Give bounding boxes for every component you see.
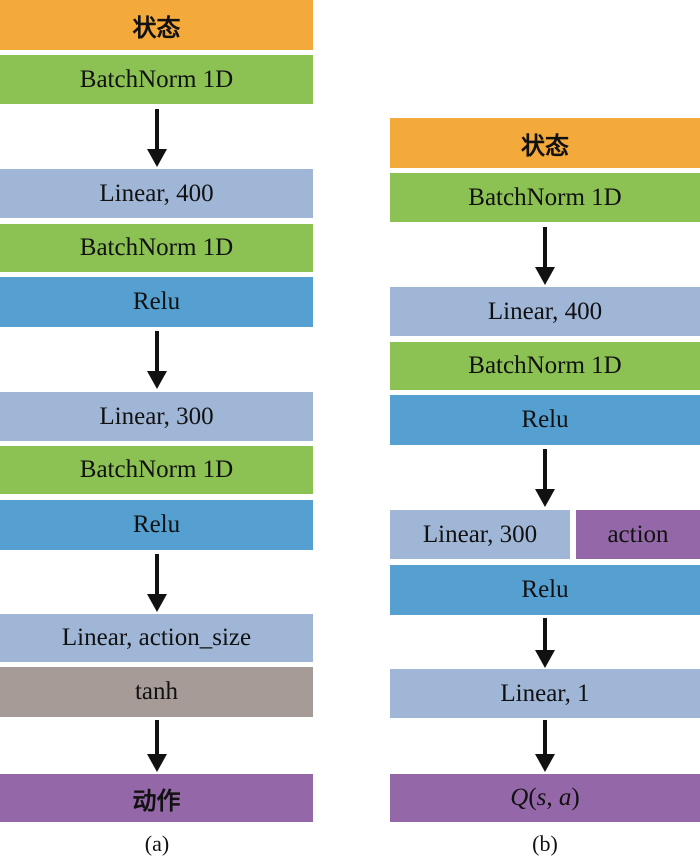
q-separator: , xyxy=(546,784,559,811)
panel-b-relu-block-2: Relu xyxy=(390,565,700,615)
panel-a-linear-400-block: Linear, 400 xyxy=(0,169,313,218)
q-state-symbol: s xyxy=(536,784,547,811)
panel-a-batchnorm-block-3: BatchNorm 1D xyxy=(0,446,313,494)
panel-a-batchnorm-block-1: BatchNorm 1D xyxy=(0,55,313,104)
panel-a-linear-300-block: Linear, 300 xyxy=(0,392,313,441)
panel-a-arrow-3 xyxy=(147,554,167,612)
panel-b-q-value-output-block: Q(s, a) xyxy=(390,774,700,822)
panel-b-batchnorm-block-2: BatchNorm 1D xyxy=(390,342,700,390)
panel-b-arrow-1 xyxy=(535,227,555,285)
panel-a-tanh-block: tanh xyxy=(0,667,313,717)
panel-a-arrow-4 xyxy=(147,720,167,772)
panel-b-action-input-block: action xyxy=(576,510,700,559)
panel-a-action-output-block: 动作 xyxy=(0,774,313,822)
panel-a-caption: (a) xyxy=(144,831,170,856)
q-function-symbol: Q xyxy=(510,784,529,811)
panel-a-relu-block-2: Relu xyxy=(0,500,313,550)
panel-b-relu-block-1: Relu xyxy=(390,395,700,445)
panel-a-state-block: 状态 xyxy=(0,0,313,50)
q-close-paren: ) xyxy=(571,784,580,811)
panel-b-batchnorm-block-1: BatchNorm 1D xyxy=(390,173,700,222)
panel-b-arrow-2 xyxy=(535,449,555,507)
q-action-symbol: a xyxy=(558,784,572,811)
panel-a-arrow-2 xyxy=(147,331,167,389)
panel-b-linear-1-block: Linear, 1 xyxy=(390,669,700,718)
panel-b-caption: (b) xyxy=(532,831,558,856)
panel-b-linear-300-block: Linear, 300 xyxy=(390,510,570,559)
q-open-paren: ( xyxy=(528,784,537,811)
panel-a-batchnorm-block-2: BatchNorm 1D xyxy=(0,224,313,272)
panel-a-relu-block-1: Relu xyxy=(0,277,313,327)
panel-b-arrow-3 xyxy=(535,618,555,668)
panel-a-arrow-1 xyxy=(147,109,167,167)
panel-b-state-block: 状态 xyxy=(390,118,700,168)
panel-a-linear-action-size-block: Linear, action_size xyxy=(0,614,313,662)
panel-b-arrow-4 xyxy=(535,720,555,772)
panel-b-linear-400-block: Linear, 400 xyxy=(390,287,700,336)
